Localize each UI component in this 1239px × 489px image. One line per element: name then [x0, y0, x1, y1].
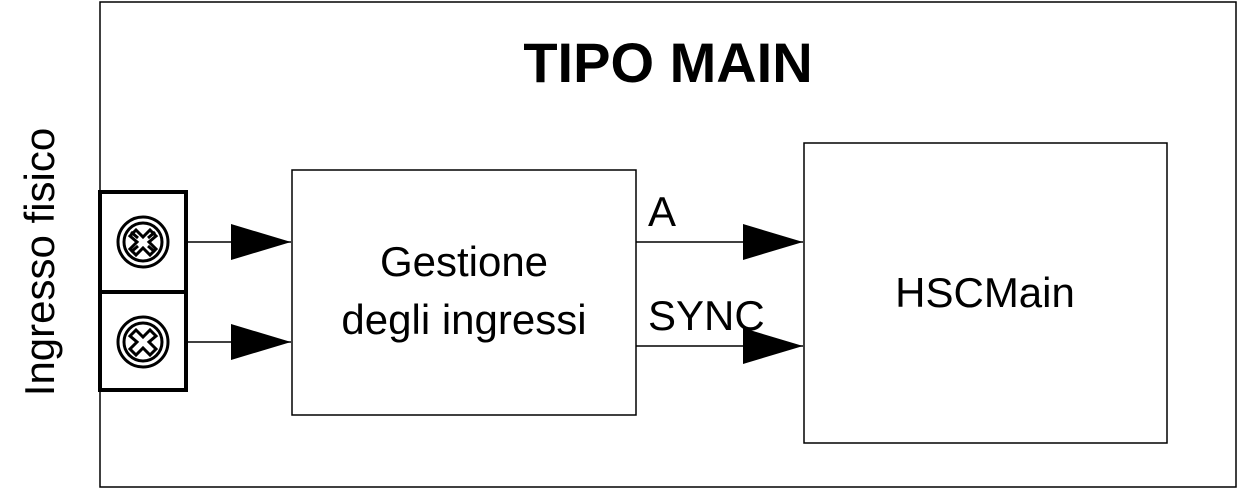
- input-block-label-line1: Gestione: [380, 238, 548, 285]
- screw-terminal-icon: [116, 215, 170, 269]
- input-management-block: [291, 169, 637, 416]
- hscmain-label: HSCMain: [895, 269, 1075, 316]
- side-label: Ingresso fisico: [16, 128, 63, 396]
- signal-sync-label: SYNC: [648, 292, 765, 339]
- signal-a-label: A: [648, 188, 676, 235]
- diagram-title: TIPO MAIN: [523, 31, 812, 94]
- hscmain-block: [803, 142, 1168, 444]
- terminal-block-2: [98, 290, 188, 392]
- input-block-label-line2: degli ingressi: [341, 296, 586, 343]
- screw-terminal-icon: [116, 315, 170, 369]
- terminal-block-1: [98, 190, 188, 294]
